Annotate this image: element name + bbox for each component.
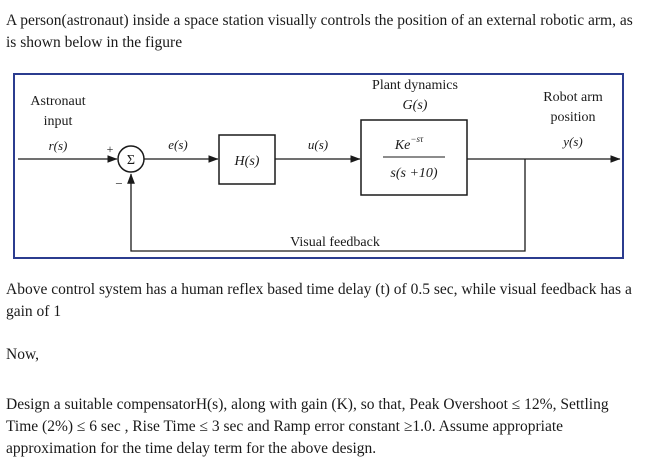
design-paragraph: Design a suitable compensatorH(s), along… [6,396,609,457]
error-signal-label: e(s) [168,137,188,152]
feedback-label: Visual feedback [290,235,380,250]
now-paragraph: Now, [6,346,40,363]
output-signal-label: y(s) [561,134,583,149]
diagram-frame [13,73,624,259]
delay-paragraph: Above control system has a human reflex … [6,281,632,320]
block-diagram: Astronaut input r(s) Σ + − e(s) H(s) u(s… [13,73,624,259]
plant-denominator: s(s +10) [390,166,438,181]
plus-sign: + [107,142,114,156]
plant-title: Plant dynamics [372,78,458,93]
output-position-label: position [550,110,595,125]
feedback-path [127,159,526,252]
output-label: Robot arm [543,90,603,105]
astronaut-input-label: input [44,114,73,129]
astronaut-label: Astronaut [30,94,85,109]
compensator-label: H(s) [234,154,260,169]
control-signal-label: u(s) [308,137,328,152]
input-signal-label: r(s) [49,138,68,153]
summer-symbol: Σ [127,153,135,168]
minus-sign: − [115,176,122,191]
plant-transfer-label: G(s) [403,98,428,113]
intro-paragraph: A person(astronaut) inside a space stati… [6,12,633,51]
plant-numerator: Ke−sτ [394,134,424,153]
